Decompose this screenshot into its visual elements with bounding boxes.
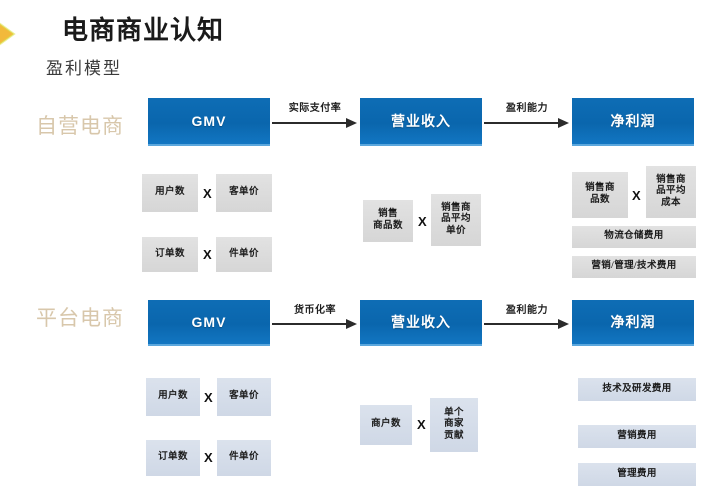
arrow-self-revenue-to-profit — [484, 118, 570, 128]
chip-platform-revenue-merchants: 商户数 — [360, 405, 412, 445]
operator-self-revenue-1: X — [418, 214, 427, 229]
chip-self-profit-avg-cost: 销售商 品平均 成本 — [646, 166, 696, 218]
node-platform-net-profit[interactable]: 净利润 — [572, 300, 694, 346]
chip-platform-gmv-users: 用户数 — [146, 378, 200, 416]
chip-self-profit-opex-cost: 营销/管理/技术费用 — [572, 256, 696, 278]
chip-platform-cost-marketing: 营销费用 — [578, 425, 696, 448]
arrow-label-self-gmv-to-revenue: 实际支付率 — [288, 103, 342, 114]
arrow-label-platform-gmv-to-revenue: 货币化率 — [294, 305, 336, 316]
chip-self-gmv-users: 用户数 — [142, 174, 198, 212]
operator-platform-gmv-2: X — [204, 450, 213, 465]
operator-self-profit-1: X — [632, 188, 641, 203]
arrow-self-gmv-to-revenue — [272, 118, 358, 128]
chip-self-revenue-avg-price: 销售商 品平均 单价 — [431, 194, 481, 246]
node-self-operated-revenue[interactable]: 营业收入 — [360, 98, 482, 146]
chip-self-gmv-orders: 订单数 — [142, 237, 198, 272]
chevron-decoration-icon — [0, 22, 16, 46]
chip-platform-gmv-unit-price: 件单价 — [217, 440, 271, 476]
chip-self-gmv-unit-price: 件单价 — [216, 237, 272, 272]
operator-platform-revenue-1: X — [417, 417, 426, 432]
operator-self-gmv-2: X — [203, 247, 212, 262]
row-label-self-operated: 自营电商 — [36, 114, 124, 138]
chip-self-profit-logistics-cost: 物流仓储费用 — [572, 226, 696, 248]
chip-self-profit-items-sold: 销售商 品数 — [572, 172, 628, 218]
operator-self-gmv-1: X — [203, 186, 212, 201]
chip-self-gmv-arpu: 客单价 — [216, 174, 272, 212]
chip-platform-cost-rnd: 技术及研发费用 — [578, 378, 696, 401]
chip-platform-gmv-orders: 订单数 — [146, 440, 200, 476]
row-label-platform: 平台电商 — [36, 306, 124, 330]
operator-platform-gmv-1: X — [204, 390, 213, 405]
node-self-operated-gmv[interactable]: GMV — [148, 98, 270, 146]
chip-platform-gmv-arpu: 客单价 — [217, 378, 271, 416]
chip-platform-revenue-per-merchant: 单个 商家 贡献 — [430, 398, 478, 452]
node-platform-gmv[interactable]: GMV — [148, 300, 270, 346]
chip-self-revenue-items-sold: 销售 商品数 — [363, 200, 413, 242]
arrow-label-platform-revenue-to-profit: 盈利能力 — [506, 305, 548, 316]
arrow-platform-revenue-to-profit — [484, 319, 570, 329]
arrow-platform-gmv-to-revenue — [272, 319, 358, 329]
node-self-operated-net-profit[interactable]: 净利润 — [572, 98, 694, 146]
page-subtitle: 盈利模型 — [46, 59, 122, 78]
arrow-label-self-revenue-to-profit: 盈利能力 — [506, 103, 548, 114]
page-title: 电商商业认知 — [62, 16, 225, 45]
chip-platform-cost-admin: 管理费用 — [578, 463, 696, 486]
node-platform-revenue[interactable]: 营业收入 — [360, 300, 482, 346]
